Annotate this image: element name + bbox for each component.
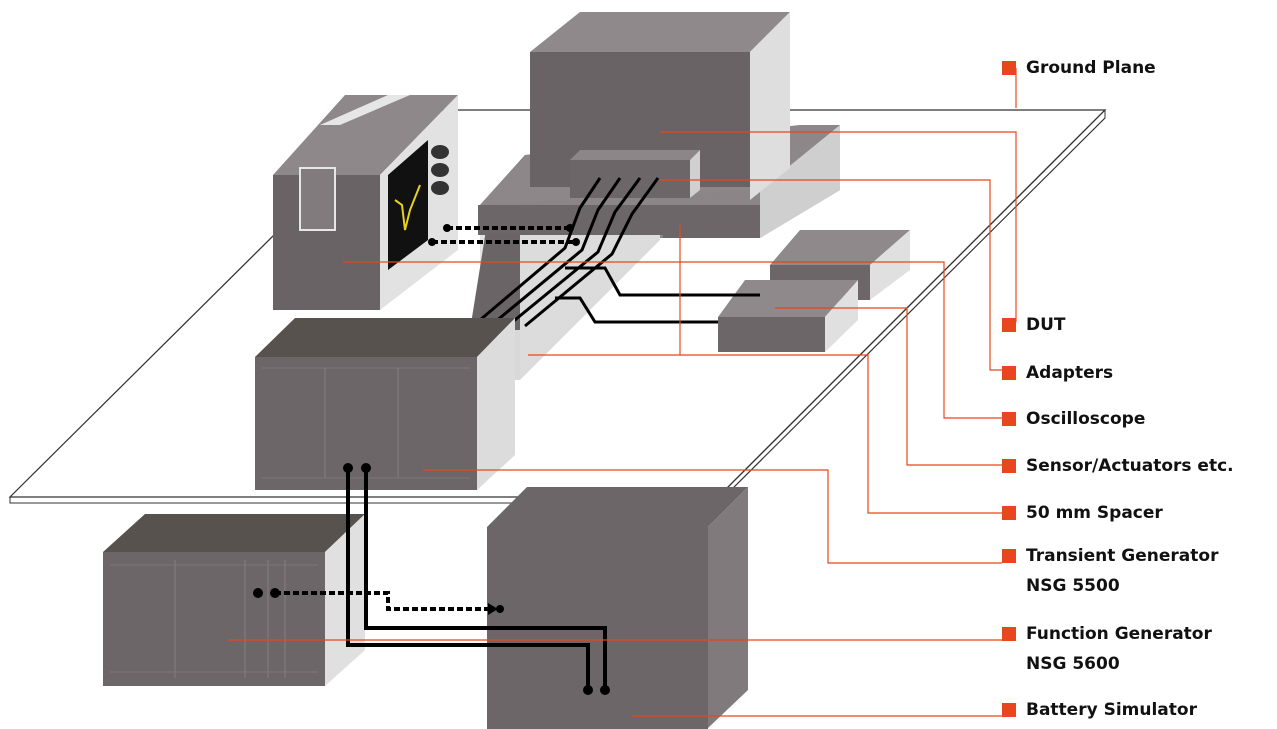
oscilloscope [273,95,458,310]
label-oscilloscope: Oscilloscope [1026,409,1146,429]
cable-endpoints [343,463,610,695]
label-spacer: 50 mm Spacer [1026,503,1163,523]
label-transient-generator: Transient Generator [1026,546,1219,566]
label-function-generator: Function Generator [1026,624,1212,644]
trigger-link [253,588,504,615]
ground-plane-marker [1002,61,1016,75]
label-battery-simulator: Battery Simulator [1026,700,1197,720]
function-generator-marker [1002,627,1016,641]
label-sensor-actuators: Sensor/Actuators etc. [1026,456,1234,476]
transient-generator [255,318,515,490]
spacer-marker [1002,506,1016,520]
power-cables [346,468,607,690]
probe-lines [428,224,580,246]
label-function-generator-model: NSG 5600 [1026,654,1120,674]
label-ground-plane: Ground Plane [1026,58,1156,78]
battery-simulator [487,487,748,729]
adapter-block [570,150,700,198]
battery-simulator-marker [1002,703,1016,717]
label-dut: DUT [1026,315,1066,335]
leader-lines [228,68,1017,717]
label-transient-generator-model: NSG 5500 [1026,576,1120,596]
function-generator [103,514,365,686]
oscilloscope-marker [1002,412,1016,426]
adapters-marker [1002,366,1016,380]
transient-generator-marker [1002,549,1016,563]
sensor-marker [1002,459,1016,473]
dut-marker [1002,318,1016,332]
label-adapters: Adapters [1026,363,1114,383]
